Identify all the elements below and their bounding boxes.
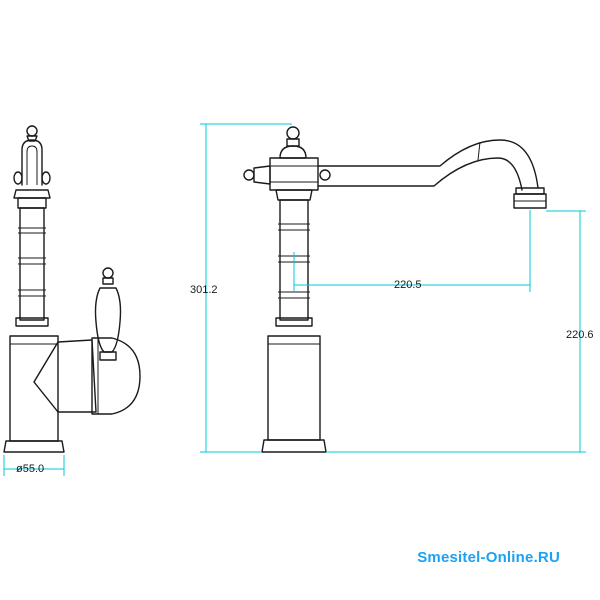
lever-handle — [94, 287, 122, 353]
spout-height-label: 220.6 — [566, 329, 594, 341]
side-lever-connector — [33, 339, 97, 413]
watermark-text: Smesitel-Online.RU — [417, 549, 560, 566]
front-base — [261, 439, 327, 453]
side-body — [9, 335, 59, 442]
aerator-ring — [515, 187, 545, 195]
front-column — [279, 199, 309, 321]
total-height-label: 301.2 — [190, 284, 218, 296]
front-right-knob — [319, 169, 331, 181]
front-body — [267, 335, 321, 441]
side-finial-ball — [26, 125, 38, 137]
spout-lower — [317, 157, 523, 191]
front-left-knob — [243, 169, 255, 181]
side-spout-hook — [21, 139, 43, 186]
front-collar — [275, 189, 313, 201]
lever-finial — [102, 267, 114, 279]
side-finial-neck — [26, 135, 38, 142]
spout-reach-label: 220.5 — [394, 279, 422, 291]
base-diameter-label: ø55.0 — [16, 463, 44, 475]
front-finial-ball — [286, 126, 300, 140]
side-cartridge-cap — [91, 337, 141, 415]
front-view: 301.2 220.5 220.6 — [190, 123, 594, 453]
spout-upper — [317, 139, 539, 189]
side-view: ø55.0 — [3, 125, 141, 476]
side-collar — [13, 189, 51, 199]
front-head-block — [269, 157, 319, 191]
side-base — [3, 440, 65, 453]
front-dome — [279, 145, 307, 159]
